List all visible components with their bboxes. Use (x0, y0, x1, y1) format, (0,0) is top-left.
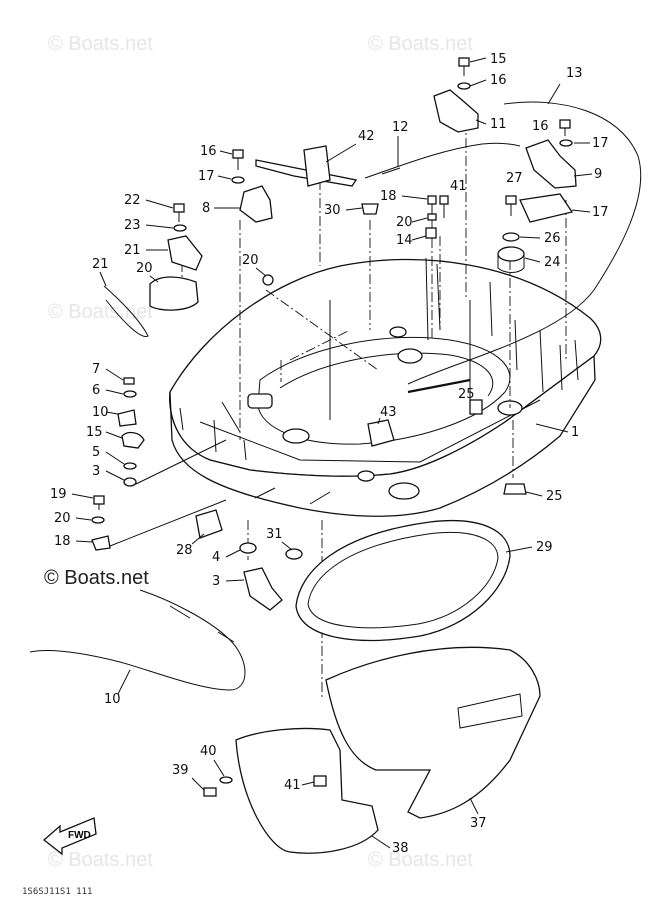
callout-28: 23 (124, 218, 141, 233)
callout-41: 41 (284, 778, 301, 793)
callout-27: 22 (124, 193, 141, 208)
callout-25: 21 (92, 257, 109, 272)
callout-42: 42 (358, 129, 375, 144)
callout-21: 20 (396, 215, 413, 230)
callout-12: 12 (392, 120, 409, 135)
callout-19: 18 (54, 534, 71, 549)
callout-11: 11 (490, 117, 507, 132)
watermark-text: © Boats.net (368, 33, 473, 55)
callout-38: 38 (392, 841, 409, 856)
callout-34: 29 (536, 540, 553, 555)
callout-2: 3 (212, 574, 220, 589)
bottom-cowling (169, 257, 602, 517)
callout-6: 7 (92, 362, 100, 377)
callout-8: 9 (594, 167, 602, 182)
callout-32: 27 (506, 171, 523, 186)
callout-24: 20 (136, 261, 153, 276)
watermark-text: © Boats.net (368, 849, 473, 871)
callout-40: 40 (200, 744, 217, 759)
callout-1: 1 (571, 425, 579, 440)
callout-16: 15 (490, 52, 507, 67)
callout-37: 37 (470, 816, 487, 831)
small-parts: FWD 1S6SJ11S1 111 (22, 57, 642, 897)
watermark-text: © Boats.net (48, 33, 153, 55)
callout-17: 17 (198, 169, 215, 184)
diagram-code: 1S6SJ11S1 111 (22, 887, 92, 897)
watermark-text: © Boats.net (44, 567, 149, 589)
callout-18: 17 (592, 205, 609, 220)
callout-9: 10 (92, 405, 109, 420)
callout-30: 25 (546, 489, 563, 504)
callout-23: 20 (242, 253, 259, 268)
callout-3: 4 (212, 550, 220, 565)
callout-7: 8 (202, 201, 210, 216)
callout-26: 21 (124, 243, 141, 258)
callout-20: 19 (50, 487, 67, 502)
callout-36: 31 (266, 527, 283, 542)
callout-41: 41 (450, 179, 467, 194)
callout-15: 15 (86, 425, 103, 440)
callout-3: 3 (92, 464, 100, 479)
callout-29: 24 (544, 255, 561, 270)
callout-33: 28 (176, 543, 193, 558)
callout-31: 26 (544, 231, 561, 246)
callout-17: 16 (490, 73, 507, 88)
callout-14: 14 (396, 233, 413, 248)
callout-17: 17 (592, 136, 609, 151)
callout-4: 5 (92, 445, 100, 460)
callout-16: 16 (200, 144, 217, 159)
fwd-label: FWD (68, 830, 91, 841)
callout-5: 6 (92, 383, 100, 398)
callout-39: 39 (172, 763, 189, 778)
callout-20: 18 (380, 189, 397, 204)
callout-21: 20 (54, 511, 71, 526)
watermark-text: © Boats.net (48, 301, 153, 323)
callout-22: 25 (458, 387, 475, 402)
watermark-text: © Boats.net (48, 849, 153, 871)
callout-16: 16 (532, 119, 549, 134)
callout-13: 13 (566, 66, 583, 81)
callout-35: 30 (324, 203, 341, 218)
callout-10: 10 (104, 692, 121, 707)
callout-43: 43 (380, 405, 397, 420)
callouts: 15 16 13 11 12 42 16 17 9 17 27 26 24 16… (50, 52, 609, 856)
